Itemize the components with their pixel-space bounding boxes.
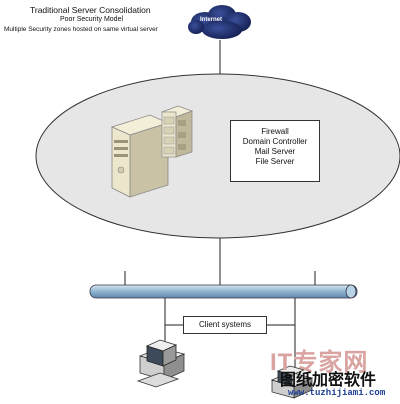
client-systems-box: Client systems bbox=[183, 316, 267, 334]
server-roles-list: Firewall Domain Controller Mail Server F… bbox=[231, 127, 319, 167]
server-roles-box: Firewall Domain Controller Mail Server F… bbox=[230, 120, 320, 182]
workstation-icon-2 bbox=[270, 365, 314, 399]
watermark-caption: 图纸加密软件 bbox=[280, 372, 377, 389]
cloud-icon bbox=[188, 5, 251, 39]
workstation-icon bbox=[136, 339, 186, 388]
role-mail-server: Mail Server bbox=[254, 147, 296, 156]
client-link-left bbox=[164, 298, 183, 326]
diagram-title: Traditional Server Consolidation bbox=[30, 5, 151, 15]
diagram-note: Multiple Security zones hosted on same v… bbox=[4, 26, 158, 33]
client-link-right bbox=[265, 298, 296, 326]
diagram-subtitle: Poor Security Model bbox=[60, 16, 124, 23]
watermark-logo: IT专家网 bbox=[270, 349, 369, 376]
internet-label: Internet bbox=[200, 17, 223, 23]
server-icon bbox=[110, 105, 194, 198]
role-file-server: File Server bbox=[255, 157, 295, 166]
watermark-url: www.tuzhijiami.com bbox=[288, 388, 386, 398]
network-bus bbox=[89, 284, 358, 299]
role-firewall: Firewall bbox=[261, 127, 289, 136]
role-domain-controller: Domain Controller bbox=[242, 137, 308, 146]
virtual-server-zone bbox=[35, 73, 400, 239]
client-systems-label: Client systems bbox=[198, 320, 251, 329]
